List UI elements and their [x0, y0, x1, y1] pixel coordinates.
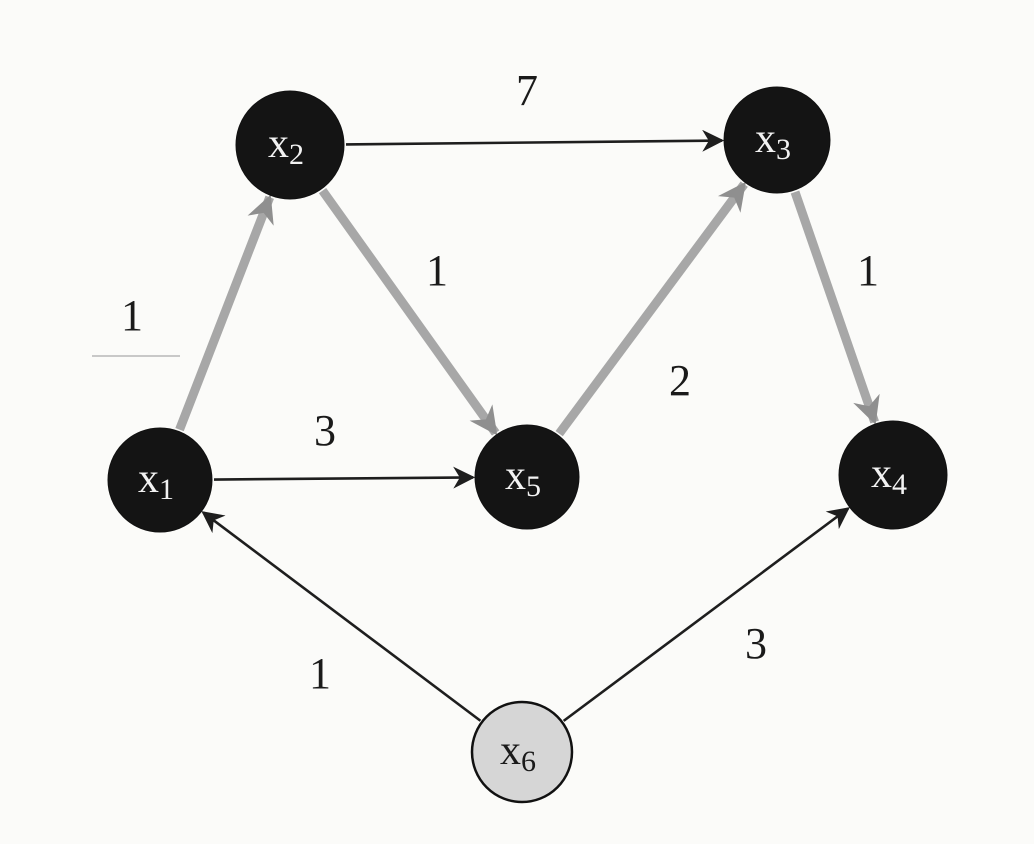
node-label-x4: x4	[871, 451, 907, 501]
node-label-base: x	[268, 121, 289, 167]
node-circle-x5	[474, 424, 580, 530]
node-label-x6: x6	[500, 728, 536, 778]
node-label-subscript: 2	[289, 138, 304, 171]
edge-weight-x2-x3: 7	[516, 66, 538, 115]
node-label-subscript: 1	[159, 473, 174, 506]
edge-weights: 7 1 1 2 1 3 1 3	[121, 66, 879, 698]
node-circle-x2	[235, 90, 345, 200]
edge-x1-x5	[213, 466, 476, 489]
edges	[175, 129, 880, 722]
edge-x3-x4	[790, 190, 880, 425]
node-x4: x4	[838, 420, 948, 530]
edge-x5-x3	[555, 181, 748, 437]
edge-x6-x4	[562, 507, 850, 722]
node-label-x2: x2	[268, 121, 304, 171]
node-label-base: x	[505, 453, 526, 499]
node-label-subscript: 5	[526, 470, 541, 503]
edge-weight-x2-x5: 1	[426, 246, 448, 295]
node-label-base: x	[871, 451, 892, 497]
edge-weight-x5-x3: 2	[669, 356, 691, 405]
node-x3: x3	[723, 86, 831, 194]
node-label-x5: x5	[505, 453, 541, 503]
edge-weight-x1-x2: 1	[121, 291, 143, 340]
node-circle-x1	[107, 427, 213, 533]
node-circle-x3	[723, 86, 831, 194]
edge-x2-x3	[345, 129, 725, 152]
node-label-base: x	[755, 116, 776, 162]
node-x5: x5	[474, 424, 580, 530]
node-label-subscript: 3	[776, 133, 791, 166]
edge-weight-x6-x1: 1	[309, 649, 331, 698]
node-x2: x2	[235, 90, 345, 200]
edge-weight-x3-x4: 1	[857, 246, 879, 295]
node-label-base: x	[500, 728, 521, 774]
edge-x6-x1	[201, 511, 482, 722]
node-circle-x6	[470, 700, 574, 804]
edge-weight-x1-x5: 3	[314, 406, 336, 455]
node-label-x1: x1	[138, 456, 174, 506]
node-x1: x1	[107, 427, 213, 533]
edge-x2-x5	[318, 187, 500, 436]
edge-x1-x2	[175, 194, 274, 432]
node-label-subscript: 6	[521, 745, 536, 778]
node-circle-x4	[838, 420, 948, 530]
edge-weight-x6-x4: 3	[745, 619, 767, 668]
node-label-x3: x3	[755, 116, 791, 166]
node-label-subscript: 4	[892, 468, 907, 501]
node-x6: x6	[470, 700, 574, 804]
node-label-base: x	[138, 456, 159, 502]
